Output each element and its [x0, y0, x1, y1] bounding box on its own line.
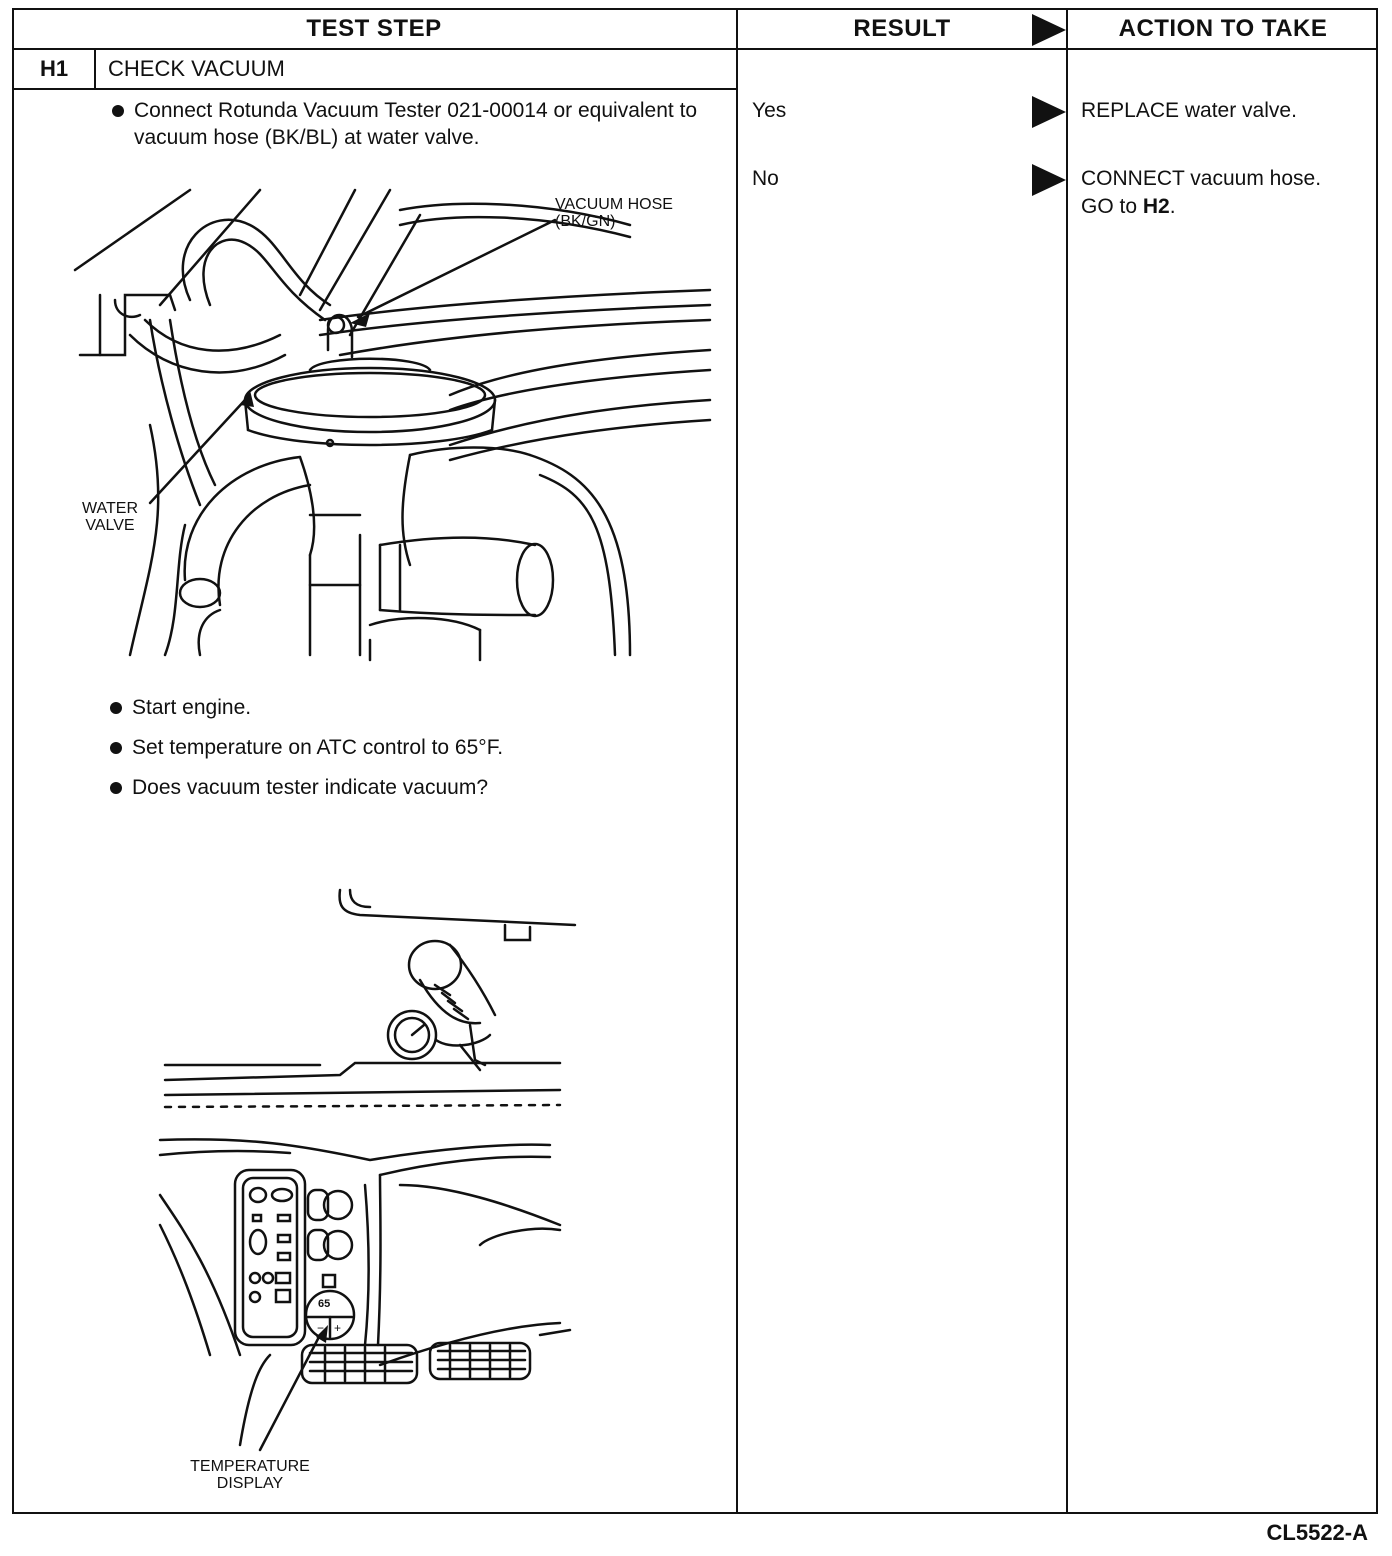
action-step-ref: H2 — [1142, 195, 1170, 218]
play-arrow-icon — [1032, 96, 1066, 128]
action-yes: REPLACE water valve. — [1081, 97, 1371, 125]
instruction-set-temp: Set temperature on ATC control to 65°F. — [110, 734, 712, 761]
callout-text: VALVE — [85, 517, 135, 534]
callout-text: DISPLAY — [216, 1475, 284, 1492]
play-arrow-icon — [1032, 164, 1066, 196]
instruction-text: Start engine. — [132, 696, 252, 719]
divider — [12, 88, 736, 90]
figure-code: CL5522-A — [1266, 1520, 1368, 1545]
result-no: No — [752, 167, 779, 190]
divider — [736, 8, 738, 1514]
instruction-text: Set temperature on ATC control to 65°F. — [132, 736, 504, 759]
divider — [12, 48, 1378, 50]
step-id: H1 — [39, 56, 69, 81]
callout-vacuum-hose: VACUUM HOSE (BK/GN) — [555, 196, 673, 230]
play-arrow-icon — [1032, 14, 1066, 46]
temperature-display-readout: 65 — [318, 1298, 330, 1310]
bullet-icon — [112, 105, 124, 117]
callout-text: VACUUM HOSE — [555, 196, 673, 213]
plus-icon: + — [334, 1321, 341, 1335]
instruction-connect: Connect Rotunda Vacuum Tester 021-00014 … — [112, 97, 714, 151]
instruction-text: Connect Rotunda Vacuum Tester 021-00014 … — [134, 99, 698, 149]
step-title: CHECK VACUUM — [108, 56, 285, 81]
instruction-question: Does vacuum tester indicate vacuum? — [110, 774, 712, 801]
action-text: REPLACE water valve. — [1081, 99, 1297, 122]
action-text: CONNECT vacuum hose. GO to — [1081, 167, 1322, 218]
bullet-icon — [110, 742, 122, 754]
callout-text: WATER — [82, 500, 138, 517]
header-test-step: TEST STEP — [306, 15, 442, 42]
header-result: RESULT — [853, 15, 951, 42]
water-valve-illustration — [73, 188, 712, 662]
result-yes: Yes — [752, 99, 787, 122]
callout-text: (BK/GN) — [555, 213, 616, 230]
instruction-start: Start engine. — [110, 694, 712, 721]
action-no: CONNECT vacuum hose. GO to H2. — [1081, 165, 1331, 221]
bullet-icon — [110, 782, 122, 794]
callout-temperature-display: TEMPERATURE DISPLAY — [175, 1458, 325, 1492]
header-action: ACTION TO TAKE — [1118, 15, 1328, 42]
dashboard-illustration: 65 − + — [158, 888, 577, 1452]
bullet-icon — [110, 702, 122, 714]
instruction-text: Does vacuum tester indicate vacuum? — [132, 776, 489, 799]
action-text: . — [1169, 195, 1176, 218]
callout-text: TEMPERATURE — [190, 1458, 310, 1475]
divider — [94, 48, 96, 88]
divider — [1066, 8, 1068, 1514]
callout-water-valve: WATER VALVE — [72, 500, 148, 534]
minus-icon: − — [317, 1321, 324, 1335]
test-table — [12, 8, 1378, 1514]
